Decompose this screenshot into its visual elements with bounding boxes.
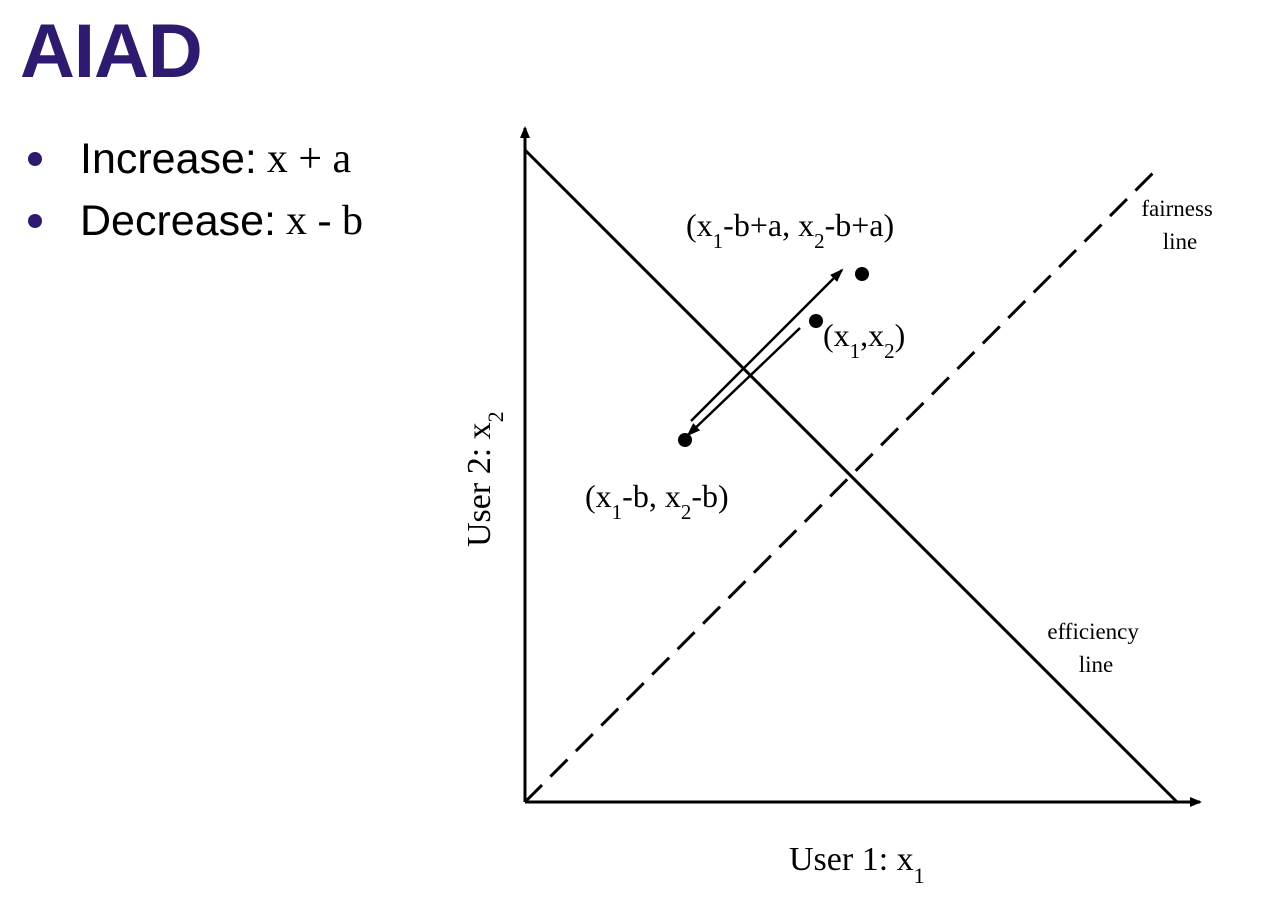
slide-title: AIAD <box>20 9 203 94</box>
point-increased <box>855 267 869 281</box>
label-decreased: (x1-b, x2-b) <box>585 478 729 524</box>
efficiency-line-label: efficiency line <box>1047 619 1144 677</box>
efficiency-line <box>523 148 1179 804</box>
y-axis-label: User 2: x2 <box>461 411 508 547</box>
bullet-decrease: Decrease: x - b <box>22 190 363 252</box>
label-increased: (x1-b+a, x2-b+a) <box>686 207 894 253</box>
bullet-label: Decrease: <box>80 196 276 245</box>
label-current: (x1,x2) <box>823 317 905 363</box>
x-axis-label: User 1: x1 <box>789 841 925 888</box>
bullet-dot-icon <box>28 152 42 166</box>
bullet-expression: x - b <box>285 198 363 244</box>
point-current <box>809 314 823 328</box>
point-decreased <box>678 433 692 447</box>
decrease-arrow <box>686 327 801 437</box>
bullet-label: Increase: <box>80 134 257 183</box>
fairness-line <box>523 166 1160 804</box>
increase-arrow <box>690 268 844 422</box>
fairness-line-label: fairness line <box>1141 196 1218 254</box>
bullet-increase: Increase: x + a <box>22 128 363 190</box>
bullet-expression: x + a <box>266 136 352 182</box>
bullet-list: Increase: x + a Decrease: x - b <box>22 128 363 252</box>
bullet-dot-icon <box>28 214 42 228</box>
